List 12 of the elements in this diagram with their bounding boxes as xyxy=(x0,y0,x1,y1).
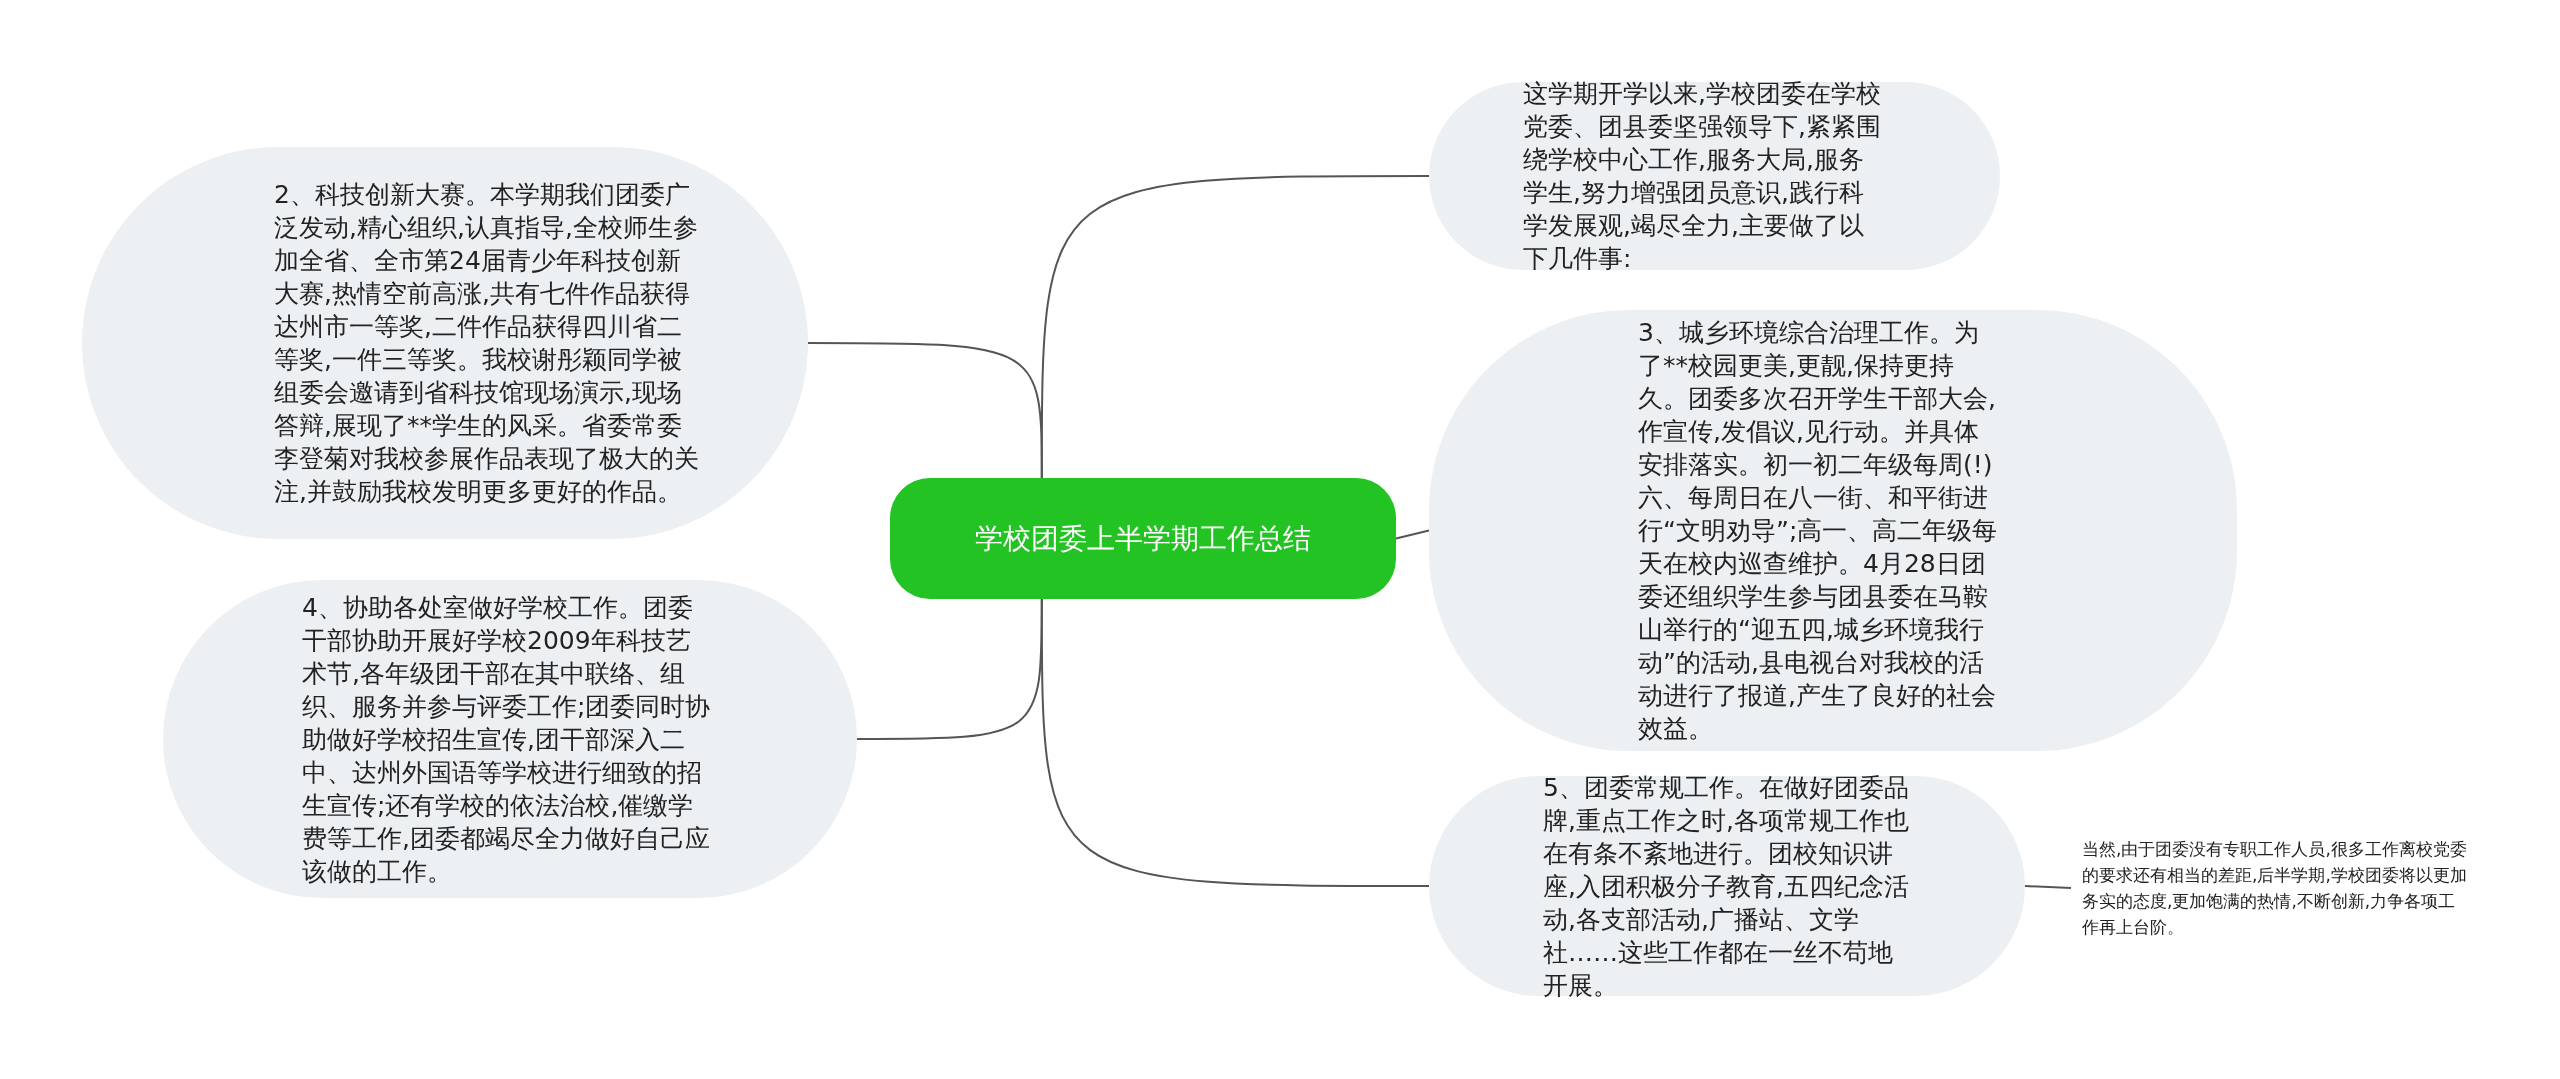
connector-line xyxy=(2024,885,2072,889)
topic-text: 4、协助各处室做好学校工作。团委干部协助开展好学校2009年科技艺术节,各年级团干部在其中联络、组织、服务并参与评委工作;团委同时协助做好学校招生宣传,团干部深入二中、达州外国语等学校进行细致的招生宣传;还有学校的依法治校,催缴学费等工作,团委都竭尽全力做好自己应该做的工作。 xyxy=(302,591,712,888)
note-text: 当然,由于团委没有专职工作人员,很多工作离校党委的要求还有相当的差距,后半学期,学校团委将以更加务实的态度,更加饱满的热情,不断创新,力争各项工作再上台阶。 xyxy=(2082,838,2467,939)
topic-text: 2、科技创新大赛。本学期我们团委广泛发动,精心组织,认真指导,全校师生参加全省、全市第24届青少年科技创新大赛,热情空前高涨,共有七件作品获得达州市一等奖,二件作品获得四川省二等奖,一件三等奖。我校谢彤颖同学被组委会邀请到省科技馆现场演示,现场答辩,展现了**学生的风采。省委常委李登菊对我校参展作品表现了极大的关注,并鼓励我校发明更多更好的作品。 xyxy=(274,179,700,508)
connector-line xyxy=(1395,529,1430,540)
central-topic-box xyxy=(890,478,1396,599)
topic-text: 5、团委常规工作。在做好团委品牌,重点工作之时,各项常规工作也在有条不紊地进行。团校知识讲座,入团积极分子教育,五四纪念活动,各支部活动,广播站、文学社……这些工作都在一丝不苟地开展。 xyxy=(1543,771,1910,1002)
connector-line xyxy=(1040,175,1430,479)
topic-text: 学校团委上半学期工作总结 xyxy=(974,520,1312,557)
topic-text: 3、城乡环境综合治理工作。为了**校园更美,更靓,保持更持久。团委多次召开学生干部大会,作宣传,发倡议,见行动。并具体安排落实。初一初二年级每周(!)六、每周日在八一街、和平街进行“文明劝导”;高一、高二年级每天在校内巡查维护。4月28日团委还组织学生参与团县委在马鞍山举行的“迎五四,城乡环境我行动”的活动,县电视台对我校的活动进行了报道,产生了良好的社会效益。 xyxy=(1638,317,1998,745)
connector-line xyxy=(1040,598,1430,887)
topic-text: 这学期开学以来,学校团委在学校党委、团县委坚强领导下,紧紧围绕学校中心工作,服务大局,服务学生,努力增强团员意识,践行科学发展观,竭尽全力,主要做了以下几件事: xyxy=(1523,78,1882,275)
